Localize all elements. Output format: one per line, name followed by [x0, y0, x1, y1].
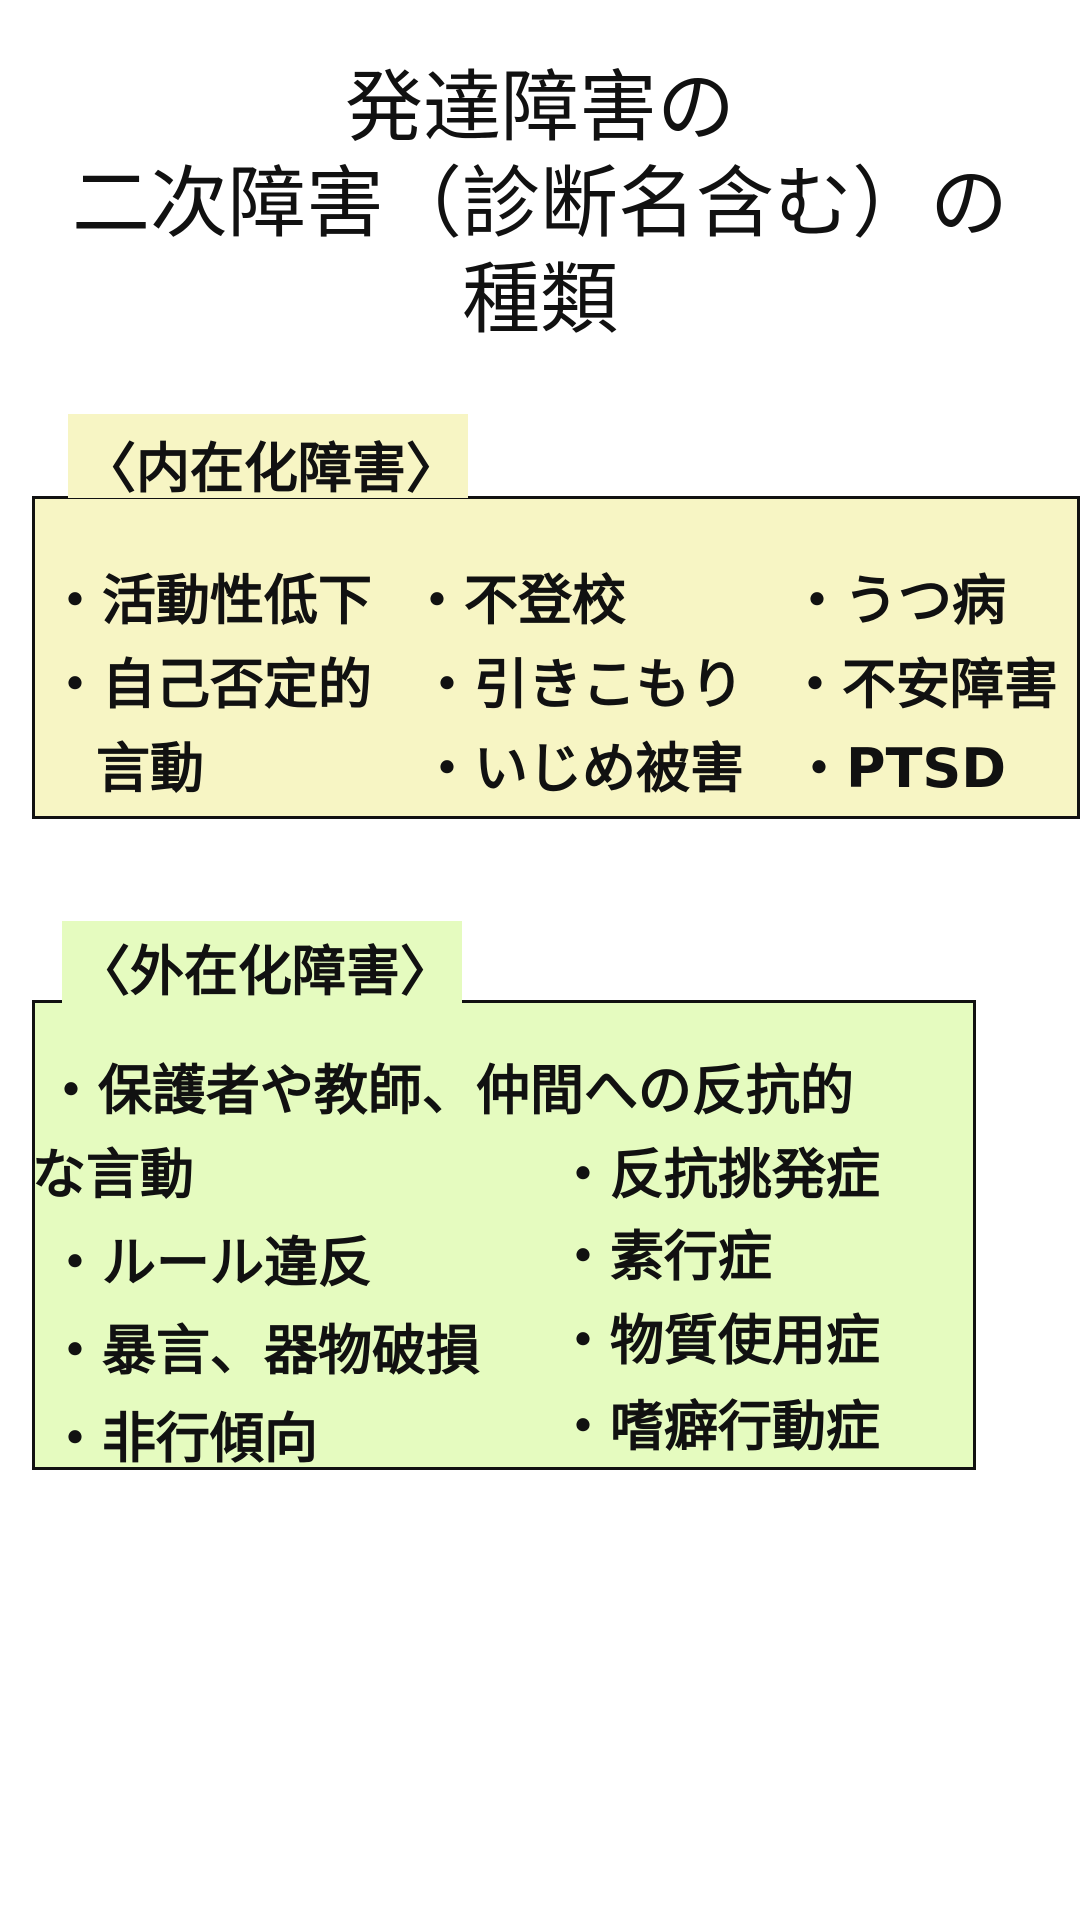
external-item-rule-violation: ・ルール違反: [48, 1231, 372, 1294]
external-item-defiance-cont: な言動: [32, 1143, 194, 1206]
internal-item-depression: ・うつ病: [790, 569, 1006, 632]
externalizing-panel: [32, 1000, 976, 1470]
title-line-2: 二次障害（診断名含む）の: [71, 159, 1008, 249]
internalizing-panel: [32, 496, 1080, 819]
internal-item-self-denial: ・自己否定的: [48, 653, 372, 716]
externalizing-heading: 〈外在化障害〉: [62, 921, 462, 1003]
internal-item-ptsd: ・PTSD: [792, 737, 1007, 800]
title-line-3: 種類: [461, 255, 618, 345]
internal-item-activity-decline: ・活動性低下: [48, 569, 372, 632]
internal-item-withdrawal: ・引きこもり: [420, 653, 744, 716]
external-item-verbal-abuse: ・暴言、器物破損: [48, 1319, 480, 1382]
internal-item-anxiety: ・不安障害: [788, 653, 1058, 716]
external-item-conduct: ・素行症: [556, 1225, 772, 1288]
title-line-1: 発達障害の: [344, 63, 735, 153]
internal-item-bullying: ・いじめ被害: [420, 737, 744, 800]
external-item-addiction: ・嗜癖行動症: [556, 1395, 880, 1458]
external-item-defiance: ・保護者や教師、仲間への反抗的: [44, 1059, 854, 1122]
internal-item-school-refusal: ・不登校: [410, 569, 626, 632]
external-item-substance: ・物質使用症: [556, 1309, 880, 1372]
internal-item-self-denial-cont: 言動: [96, 737, 204, 800]
external-item-delinquency: ・非行傾向: [48, 1407, 318, 1470]
page-title: 発達障害の 二次障害（診断名含む）の 種類: [0, 60, 1080, 348]
internalizing-heading: 〈内在化障害〉: [68, 414, 468, 500]
external-item-odd: ・反抗挑発症: [556, 1143, 880, 1206]
